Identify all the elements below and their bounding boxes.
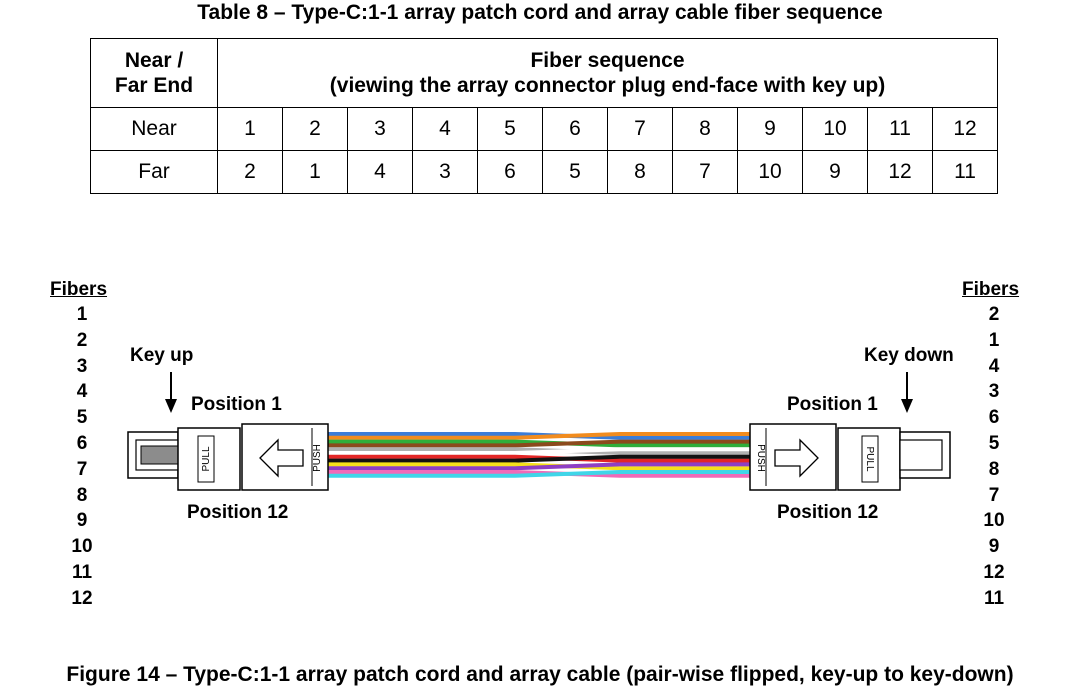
table-cell: 10 [802,107,868,151]
header-fiber-sequence-line2: (viewing the array connector plug end-fa… [329,74,886,97]
table-cell: 11 [932,150,998,194]
table-cell: 12 [867,150,933,194]
table-cell: 3 [412,150,478,194]
table-cell: 2 [217,150,283,194]
fiber-strand [328,447,750,455]
right-fiber-number: 7 [988,484,1000,506]
left-position-12-label: Position 12 [187,502,289,523]
right-push-label: PUSH [755,444,766,472]
table-cell: 5 [542,150,608,194]
left-fiber-number: 1 [76,304,88,325]
left-fiber-number: 2 [76,329,88,351]
left-pull-tab [197,435,215,483]
right-fiber-number: 3 [988,381,1000,403]
table-cell: 7 [607,107,673,151]
right-fiber-number: 12 [983,561,1005,583]
right-fiber-number: 9 [988,536,1000,558]
left-fiber-number: 5 [76,407,88,429]
table-cell: 1 [282,150,348,194]
right-fiber-number: 2 [988,304,1000,325]
right-fiber-number: 1 [988,329,1000,351]
right-fiber-number: 5 [988,432,1000,454]
left-fiber-number: 6 [76,432,88,454]
table-cell: 6 [477,150,543,194]
table-cell: 8 [607,150,673,194]
right-fiber-number: 11 [983,587,1005,609]
right-push-arrow-icon [774,438,819,478]
right-fiber-number: 8 [988,458,1000,480]
left-fiber-list: 1 2 3 4 5 6 7 8 9 10 11 12 [62,302,102,612]
right-fiber-list: 2 1 4 3 6 5 8 7 10 9 12 11 [974,302,1014,612]
left-pull-label: PULL [201,446,212,471]
left-push-arrow-icon [259,438,304,478]
table-cell: 11 [867,107,933,151]
fiber-strand [328,462,750,471]
key-down-label: Key down [864,345,954,366]
left-fiber-number: 10 [71,536,93,558]
right-fiber-number: 10 [983,510,1005,532]
left-fiber-number: 9 [76,510,88,532]
header-near-far: Near / Far End [90,38,218,108]
figure-caption: Figure 14 – Type-C:1-1 array patch cord … [66,663,1014,686]
left-fibers-header: Fibers [50,279,108,300]
left-fiber-number: 7 [76,458,88,480]
right-ferrule-inner [899,439,943,471]
table-cell: 7 [672,150,738,194]
fiber-sequence-table: Near / Far End Fiber sequence (viewing t… [90,38,998,194]
left-connector: PULL PUSH [127,423,329,491]
table-cell: 2 [282,107,348,151]
fiber-strand [328,439,750,448]
table-cell: 1 [217,107,283,151]
left-fiber-number: 4 [76,381,88,403]
header-near-far-line2: Far End [114,74,194,97]
table-cell: 3 [347,107,413,151]
table-cell: 10 [737,150,803,194]
left-fiber-number: 8 [76,484,88,506]
right-position-1-label: Position 1 [787,394,878,415]
right-fiber-number: 4 [988,355,1000,377]
key-down-arrow-icon [901,372,913,413]
left-push-label: PUSH [312,444,323,472]
table-row-far: Far 2 1 4 3 6 5 8 7 10 9 12 11 [90,150,998,194]
table-title: Table 8 – Type-C:1-1 array patch cord an… [197,1,883,24]
table-cell: 4 [347,150,413,194]
fiber-strand [328,432,750,440]
fiber-ribbon [328,432,750,478]
left-fiber-number: 11 [71,561,93,583]
key-up-arrow-icon [165,372,177,413]
fiber-strand [328,454,750,463]
right-connector: PUSH PULL [749,423,951,491]
right-position-12-label: Position 12 [777,502,879,523]
left-fiber-number: 12 [71,587,93,609]
header-near-far-line1: Near / [124,49,184,72]
right-pull-label: PULL [864,446,875,471]
key-up-label: Key up [130,345,194,366]
right-fibers-header: Fibers [962,279,1020,300]
table-cell: 5 [477,107,543,151]
table-cell: 8 [672,107,738,151]
header-fiber-sequence-line1: Fiber sequence [530,49,685,72]
fiber-strand [328,470,750,478]
table-row-near: Near 1 2 3 4 5 6 7 8 9 10 11 12 [90,107,998,151]
left-fiber-number: 3 [76,355,88,377]
left-ferrule-key [140,445,179,465]
table-cell: 12 [932,107,998,151]
right-pull-tab [861,435,879,483]
left-position-1-label: Position 1 [191,394,282,415]
right-fiber-number: 6 [988,407,1000,429]
